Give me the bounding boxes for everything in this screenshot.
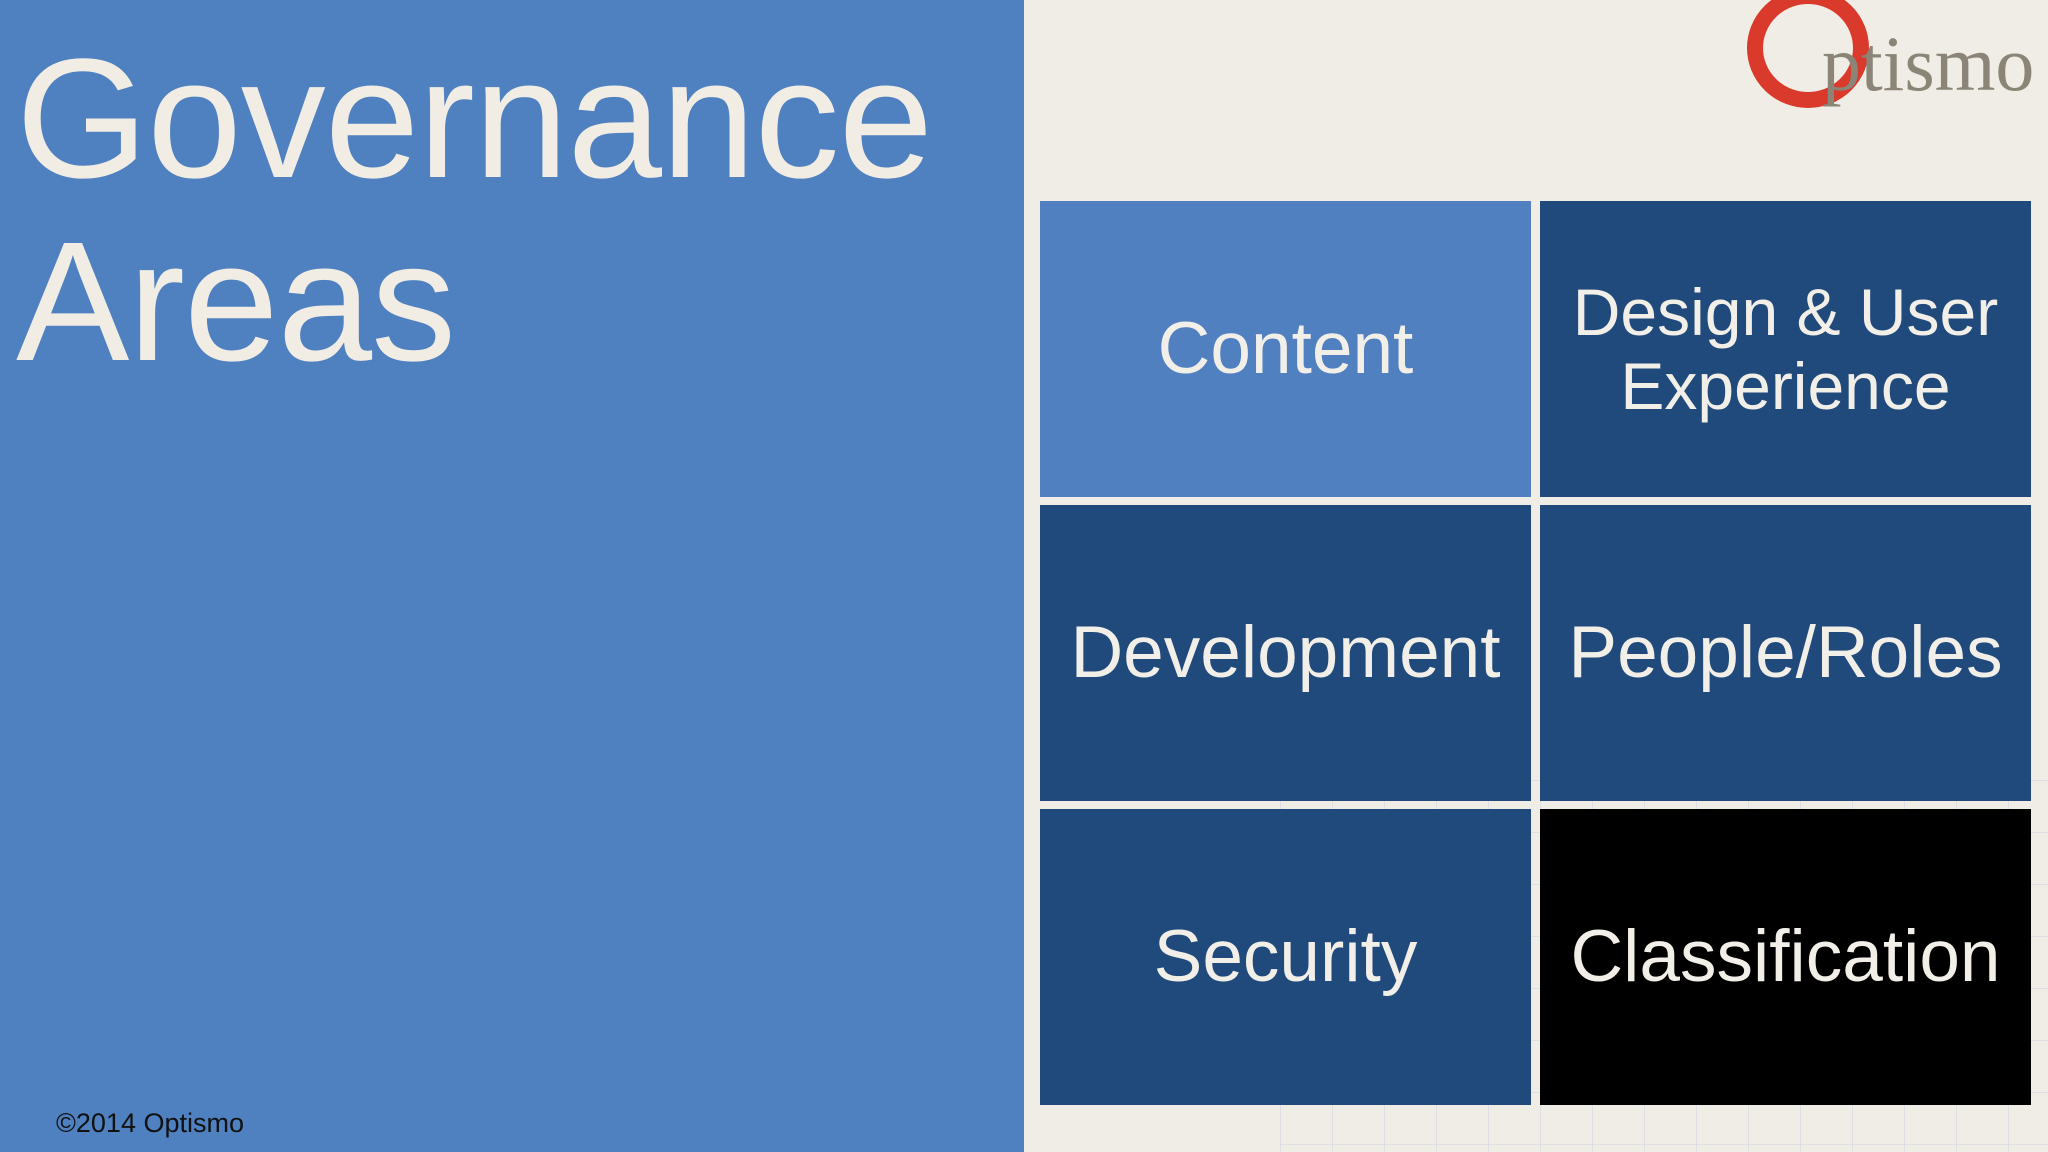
tile-classification[interactable]: Classification	[1540, 809, 2031, 1105]
tile-label: Security	[1153, 916, 1418, 997]
tile-label: Development	[1070, 612, 1501, 693]
tile-content[interactable]: Content	[1040, 201, 1531, 497]
copyright-text: ©2014 Optismo	[56, 1108, 244, 1138]
governance-areas-grid: Content Design & User Experience Develop…	[1040, 201, 2032, 1105]
tile-people-roles[interactable]: People/Roles	[1540, 505, 2031, 801]
title-line-1: Governance	[16, 24, 933, 214]
tile-label: Design & User Experience	[1573, 275, 1999, 423]
tile-development[interactable]: Development	[1040, 505, 1531, 801]
optismo-o-logo-icon: ptismo	[1747, 0, 2034, 108]
tile-label: Content	[1157, 308, 1414, 389]
left-panel	[0, 0, 1024, 1152]
tile-label: People/Roles	[1568, 612, 2003, 693]
tile-label: Classification	[1570, 916, 2001, 997]
tile-label-line-1: Design & User	[1572, 275, 1999, 349]
tile-security[interactable]: Security	[1040, 809, 1531, 1105]
title-line-2: Areas	[16, 207, 456, 397]
logo-text: ptismo	[1822, 20, 2034, 107]
slide-title: Governance Areas	[16, 28, 1006, 394]
tile-design-user-experience[interactable]: Design & User Experience	[1540, 201, 2031, 497]
tile-label-line-2: Experience	[1620, 349, 1951, 423]
optismo-logo: ptismo	[1742, 0, 2048, 110]
